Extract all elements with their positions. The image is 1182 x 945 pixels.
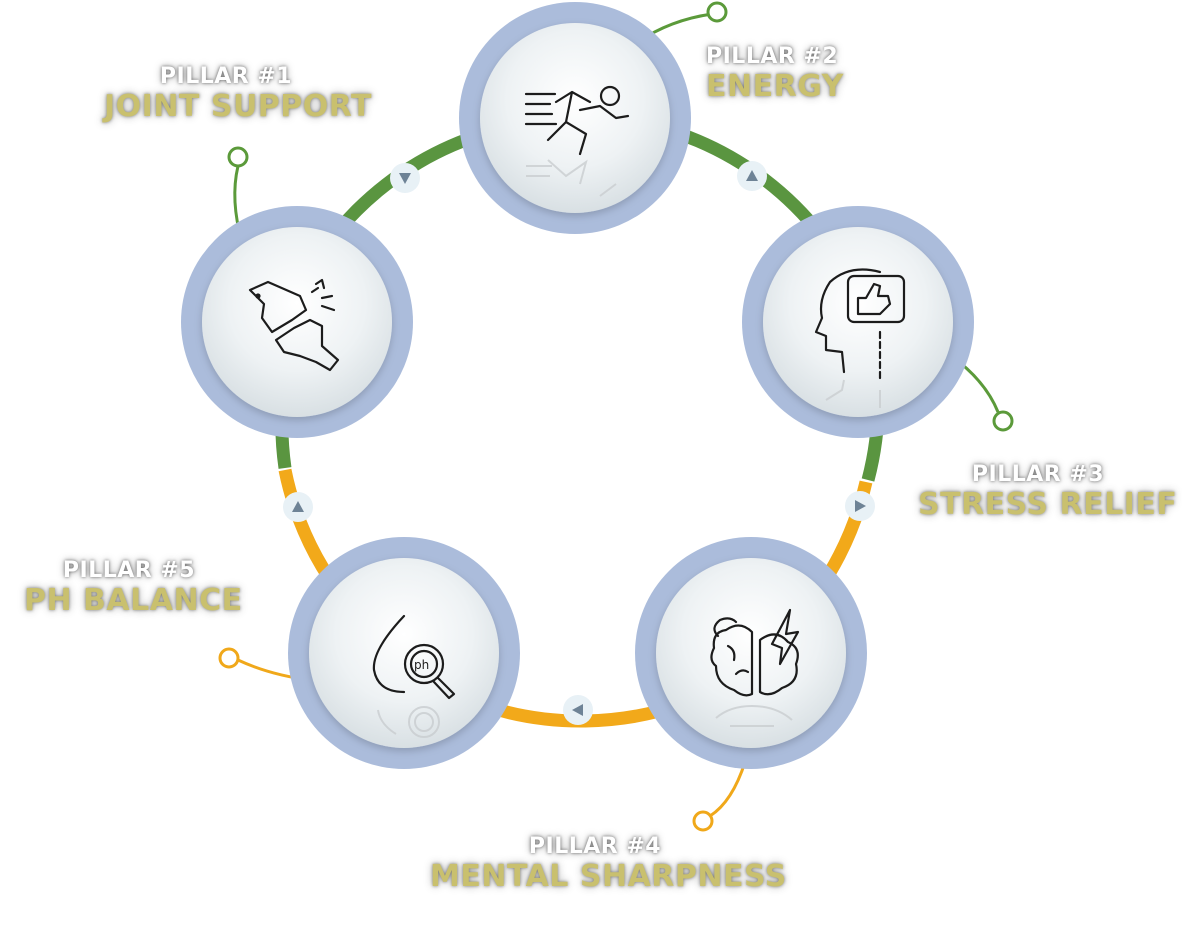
head-thumbs-up-reflection-icon: [825, 379, 881, 408]
svg-text:ph: ph: [414, 658, 429, 672]
running-person-icon: [524, 85, 630, 156]
arrow-marker-icon: [390, 163, 420, 193]
joint-pain-icon: [248, 278, 340, 372]
pillar-4-node: [635, 537, 867, 769]
connector-dot-pillar-2: [706, 1, 728, 23]
pillar-2-label: PILLAR #2 ENERGY: [706, 44, 844, 104]
pillar-3-node: [742, 206, 974, 438]
pillar-5-label: PILLAR #5 PH BALANCE: [24, 558, 243, 618]
pillar-5-name: PH BALANCE: [24, 583, 243, 618]
pillar-2-number: PILLAR #2: [706, 44, 839, 69]
direction-markers: [283, 161, 875, 725]
brain-lightning-icon: [710, 608, 800, 697]
pillar-2-node: [459, 2, 691, 234]
running-person-reflection-icon: [526, 159, 617, 197]
pillar-4-number: PILLAR #4: [528, 834, 662, 859]
pillar-3-name: STRESS RELIEF: [918, 487, 1178, 522]
pillar-1-node: [181, 206, 413, 438]
ph-drop-magnifier-icon: ph: [372, 614, 456, 700]
arrow-marker-icon: [563, 695, 593, 725]
pillar-3-number: PILLAR #3: [971, 462, 1105, 487]
pillar-3-label: PILLAR #3 STRESS RELIEF: [918, 462, 1178, 522]
connector-dot-pillar-4: [692, 810, 714, 832]
connector-dot-pillar-1: [227, 146, 249, 168]
pillar-5-node: ph: [288, 537, 520, 769]
ph-drop-reflection-icon: [377, 706, 440, 738]
arrow-marker-icon: [845, 491, 875, 521]
head-thumbs-up-icon: [814, 268, 906, 380]
pillar-4-name: MENTAL SHARPNESS: [430, 859, 787, 894]
connector-dot-pillar-3: [992, 410, 1014, 432]
pillar-2-name: ENERGY: [706, 69, 844, 104]
arrow-marker-icon: [283, 492, 313, 522]
pillar-1-name: JOINT SUPPORT: [104, 89, 373, 124]
pillar-5-number: PILLAR #5: [62, 558, 196, 583]
arrow-marker-icon: [737, 161, 767, 191]
connector-dot-pillar-5: [218, 647, 240, 669]
pillar-4-label: PILLAR #4 MENTAL SHARPNESS: [430, 834, 787, 894]
pillar-1-number: PILLAR #1: [159, 64, 293, 89]
brain-reflection-icon: [715, 704, 793, 727]
pillar-1-label: PILLAR #1 JOINT SUPPORT: [104, 64, 373, 124]
